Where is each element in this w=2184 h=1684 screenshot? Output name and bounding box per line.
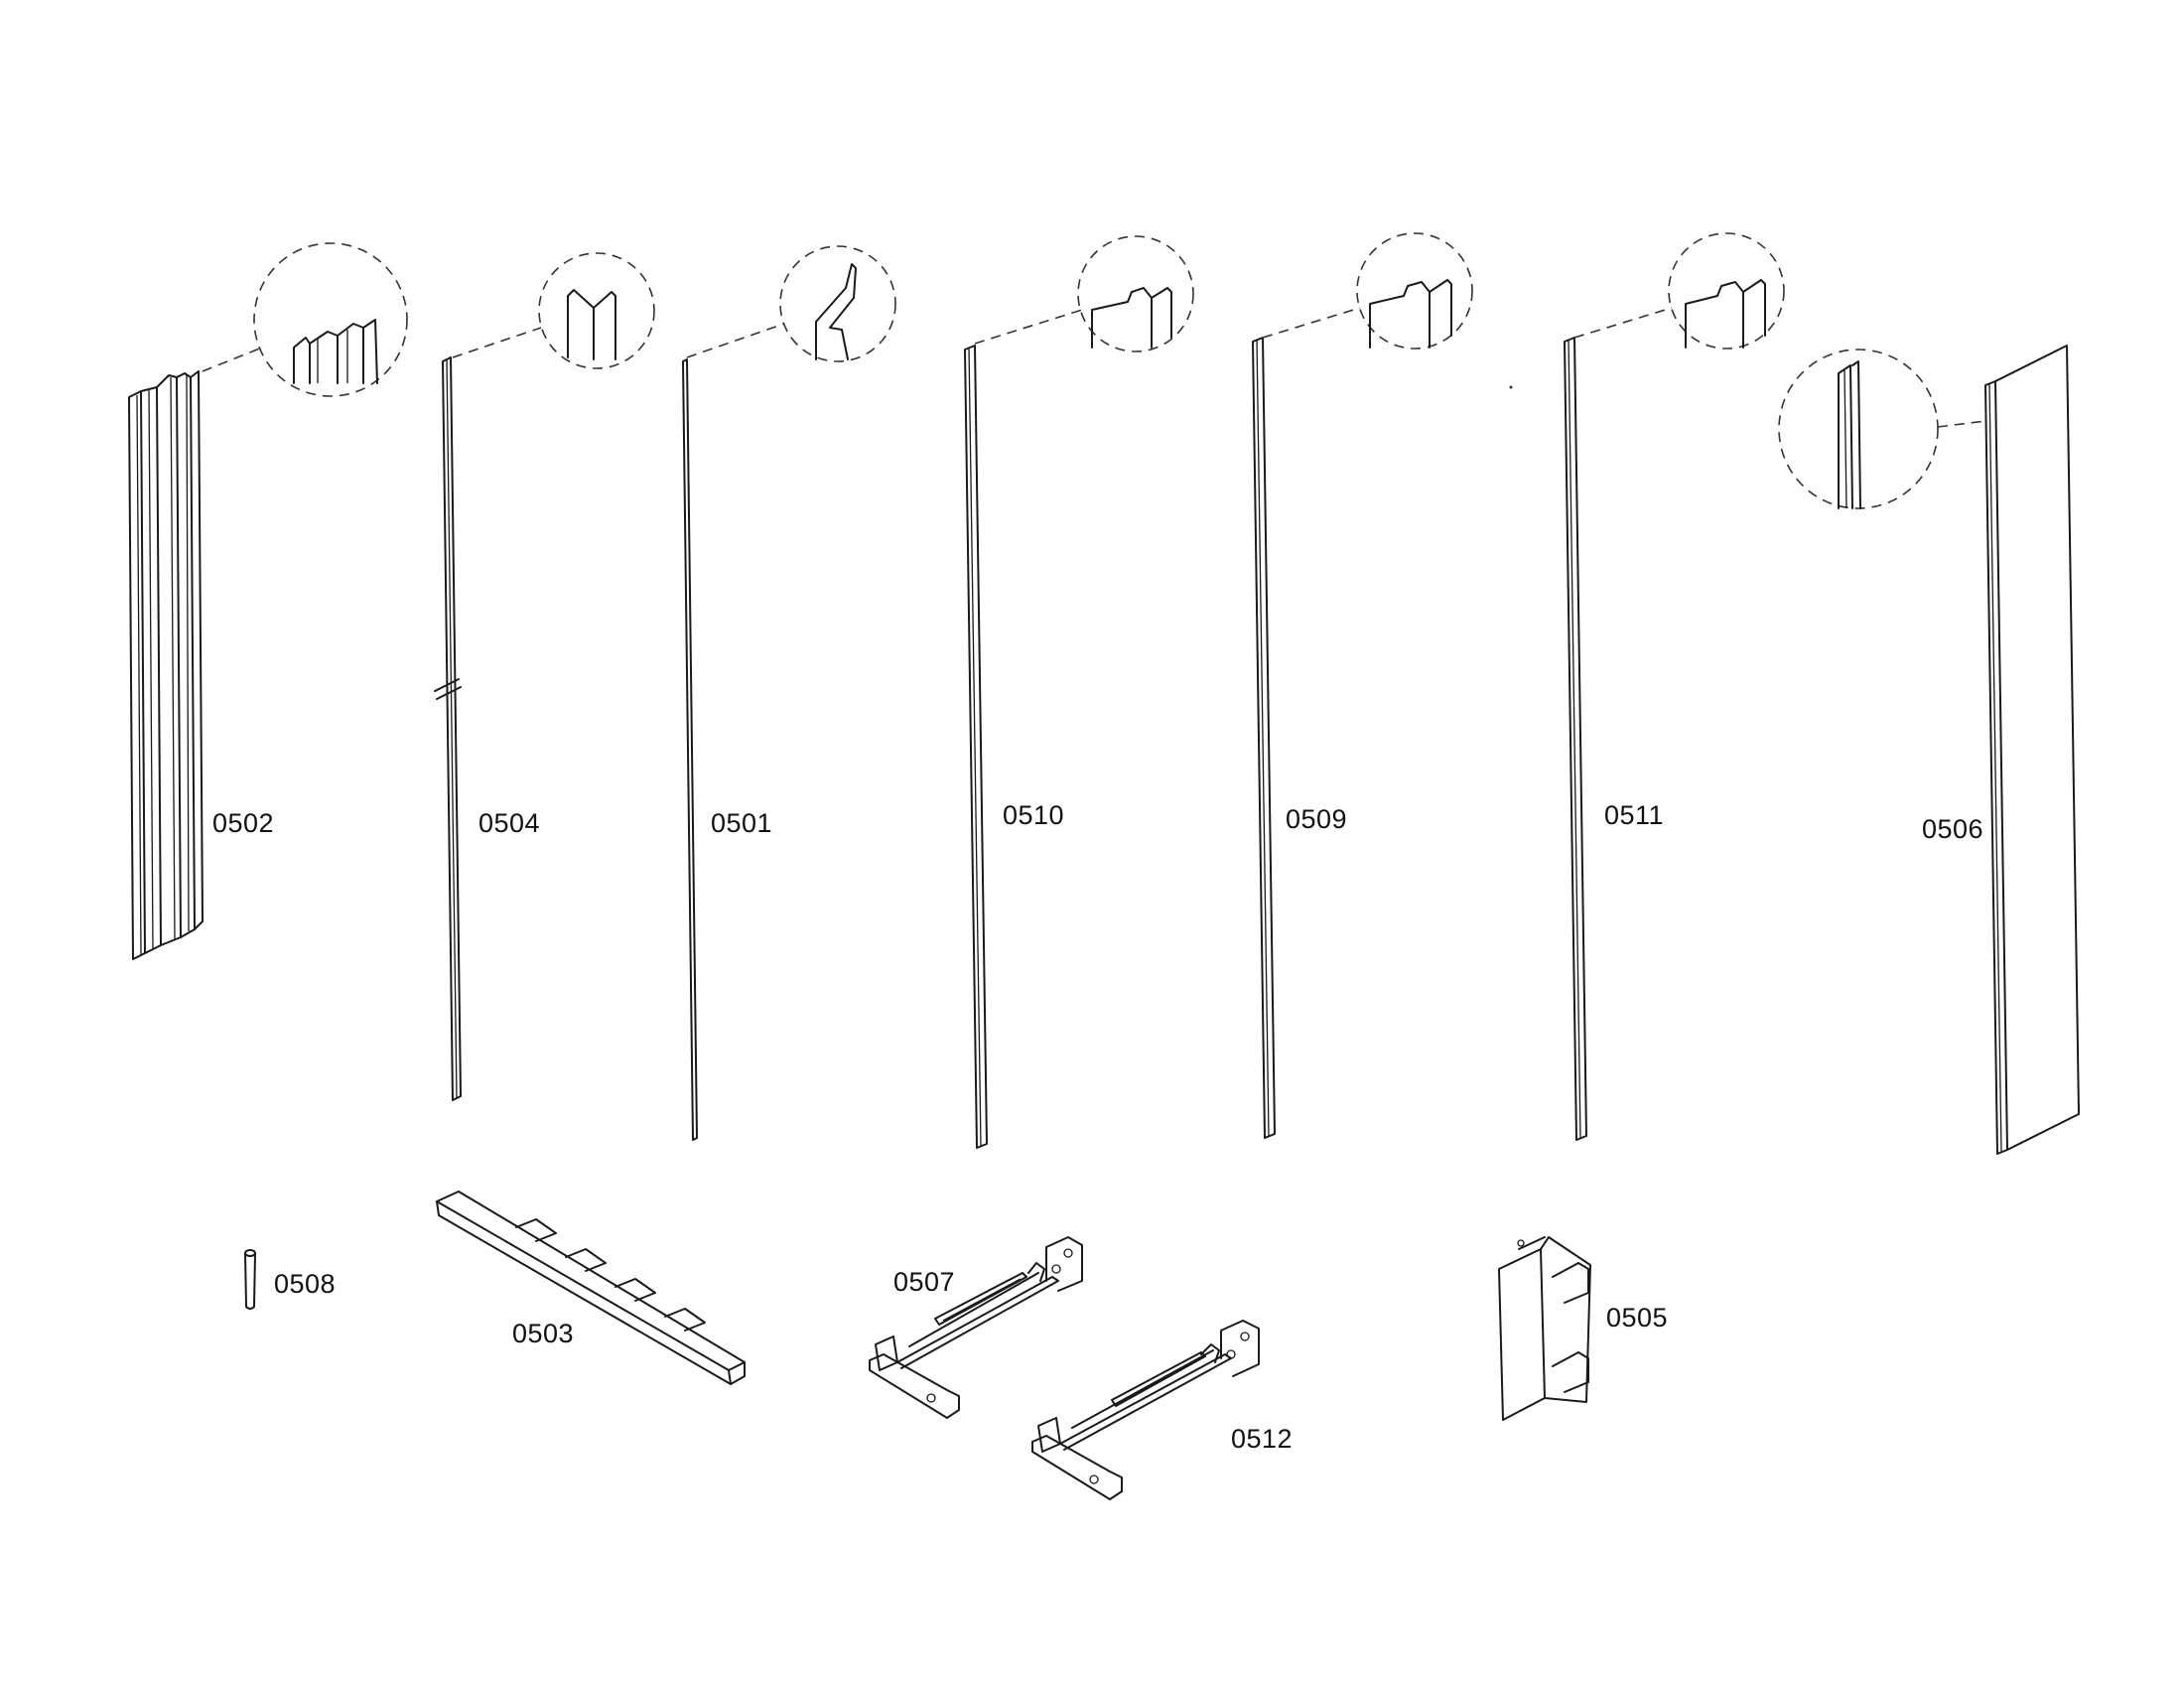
part-number-0504: 0504 <box>478 808 541 838</box>
part-number-0508: 0508 <box>274 1269 337 1299</box>
stray-dot <box>1509 385 1513 389</box>
part-number-0511: 0511 <box>1604 800 1665 830</box>
detail-bubble-0502 <box>202 242 408 397</box>
part-0510-strip[interactable] <box>964 345 988 1149</box>
part-number-0505: 0505 <box>1606 1303 1669 1333</box>
part-number-0503: 0503 <box>512 1319 575 1348</box>
part-number-0507: 0507 <box>893 1267 956 1297</box>
part-number-0502: 0502 <box>212 808 275 838</box>
part-0507-bracket[interactable] <box>869 1236 1083 1419</box>
detail-bubble-0501 <box>686 245 896 362</box>
part-number-0510: 0510 <box>1003 800 1065 830</box>
detail-bubble-0511 <box>1573 232 1785 350</box>
part-0509-strip[interactable] <box>1252 337 1276 1139</box>
part-number-0501: 0501 <box>711 808 773 838</box>
part-0503-rail[interactable] <box>436 1191 746 1385</box>
part-0506-panel[interactable] <box>1984 345 2080 1155</box>
part-number-0512: 0512 <box>1231 1424 1294 1454</box>
detail-bubble-0506 <box>1778 349 1986 509</box>
part-0502-profile[interactable] <box>128 370 204 960</box>
detail-bubble-0504 <box>452 252 655 369</box>
detail-bubble-0509 <box>1262 232 1473 350</box>
part-0508-pin[interactable] <box>244 1249 256 1310</box>
part-0504-strip[interactable] <box>434 356 462 1101</box>
part-0505-hinge[interactable] <box>1498 1236 1591 1421</box>
part-0501-strip[interactable] <box>682 358 698 1141</box>
part-0512-bracket[interactable] <box>1031 1320 1260 1500</box>
detail-bubble-0510 <box>974 235 1194 352</box>
part-number-0509: 0509 <box>1286 804 1348 834</box>
part-0511-strip[interactable] <box>1564 337 1587 1141</box>
part-number-0506: 0506 <box>1922 814 1984 844</box>
